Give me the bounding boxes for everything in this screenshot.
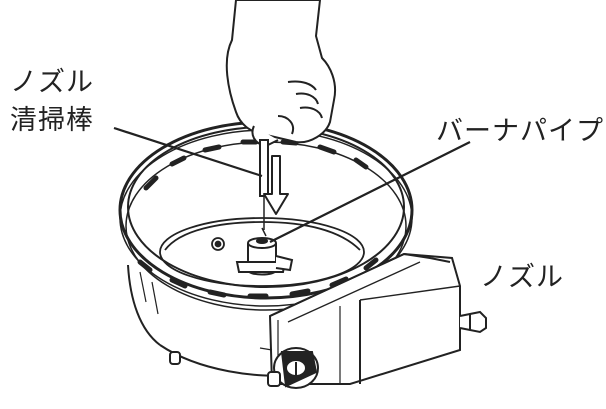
burner-feet — [169, 351, 281, 387]
burner-pipe — [235, 237, 294, 276]
label-nozzle: ノズル — [480, 262, 564, 293]
label-rod-line1: ノズル — [10, 67, 94, 98]
leader-burner-pipe — [269, 141, 471, 243]
downward-arrow — [263, 155, 289, 215]
inner-basin — [159, 217, 365, 287]
control-knob — [273, 347, 319, 389]
valve-housing — [259, 252, 487, 385]
leader-rod — [113, 126, 263, 178]
label-rod-line2: 清掃棒 — [10, 105, 94, 136]
label-burner-pipe: バーナパイプ — [436, 116, 604, 147]
burner-ring — [118, 120, 414, 311]
ring-vents — [137, 139, 379, 299]
leader-lines — [113, 126, 471, 243]
hand — [225, 0, 336, 147]
